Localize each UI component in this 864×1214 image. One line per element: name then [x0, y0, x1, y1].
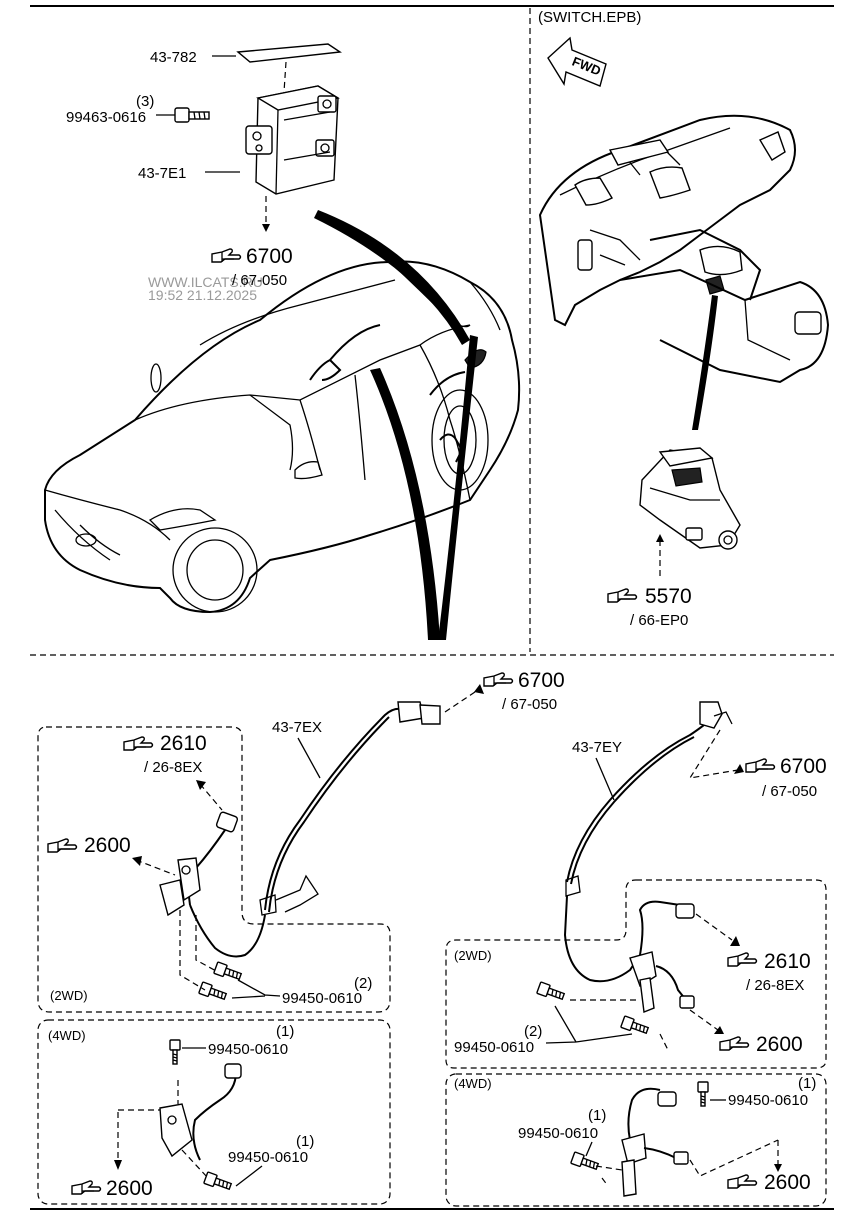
bolt-2wd-left-a — [213, 961, 243, 983]
bolt-2wd-right-b — [620, 1015, 650, 1037]
ref-2600-right-hand-icon — [719, 1036, 750, 1051]
watermark-line1: WWW.ILCATS.RU — [148, 274, 263, 290]
ref-6700-right-number[interactable]: 6700 — [780, 755, 827, 778]
bolt-2wd-left-qty: (2) — [354, 975, 372, 992]
bolt-99463-0616 — [174, 107, 210, 123]
bolt-4wd-right-b-qty: (1) — [588, 1107, 606, 1124]
ref-6700-right-hand-icon — [745, 758, 776, 773]
ref-5570-number[interactable]: 5570 — [645, 585, 692, 608]
ref-5570-sub: / 66-EP0 — [630, 612, 688, 629]
bolt-4wd-right-a-qty: (1) — [798, 1075, 816, 1092]
top-right-section: (SWITCH.EPB) FWD — [538, 9, 830, 629]
bottom-left-section: 6700 / 67-050 43-7EX 2610 / 26-8EX 2600 … — [37, 669, 565, 1205]
ref-2600-4wd-left-number[interactable]: 2600 — [106, 1177, 153, 1200]
watermark-line2: 19:52 21.12.2025 — [148, 287, 257, 303]
bolt-2wd-right-part: 99450-0610 — [454, 1039, 534, 1056]
ref-6700-left-sub: / 67-050 — [502, 696, 557, 713]
vehicle-illustration — [44, 210, 521, 640]
box-2wd-right-label: (2WD) — [454, 948, 492, 963]
label-43-782: 43-782 — [150, 49, 197, 66]
bolt-4wd-right-b — [570, 1151, 600, 1173]
bolt-4wd-left-b-part: 99450-0610 — [228, 1149, 308, 1166]
ref-2600-left-hand-icon — [47, 838, 78, 853]
bolt-2wd-left-b — [198, 981, 228, 1003]
fwd-arrow: FWD — [547, 36, 607, 87]
ref-2610-left-hand-icon — [123, 736, 154, 751]
box-2wd-right — [445, 879, 827, 1069]
ref-2610-right-number[interactable]: 2610 — [764, 950, 811, 973]
label-43-7EY: 43-7EY — [572, 739, 622, 756]
ref-5570-hand-icon — [607, 588, 638, 603]
box-2wd-left-label: (2WD) — [50, 988, 88, 1003]
control-module-43-7E1 — [245, 85, 340, 195]
ref-6700-right-sub: / 67-050 — [762, 783, 817, 800]
ref-2610-right-sub: / 26-8EX — [746, 977, 804, 994]
ref-2610-left-sub: / 26-8EX — [144, 759, 202, 776]
box-4wd-left — [37, 1019, 391, 1205]
ref-2600-4wd-right-number[interactable]: 2600 — [764, 1171, 811, 1194]
top-left-section: WWW.ILCATS.RU 19:52 21.12.2025 43-782 (3… — [44, 43, 521, 640]
bolt-4wd-left-a-part: 99450-0610 — [208, 1041, 288, 1058]
switch-epb-label: (SWITCH.EPB) — [538, 9, 641, 26]
ref-2600-4wd-left-hand-icon — [71, 1180, 102, 1195]
bolt-4wd-right-a-part: 99450-0610 — [728, 1092, 808, 1109]
ref-2600-4wd-right-hand-icon — [727, 1174, 758, 1189]
dashboard-illustration — [538, 114, 830, 430]
bolt-part-label: 99463-0616 — [66, 109, 146, 126]
bolt-4wd-left-b-qty: (1) — [296, 1133, 314, 1150]
ref-2610-left-number[interactable]: 2610 — [160, 732, 207, 755]
label-plate-43-782 — [236, 43, 342, 63]
ref-2610-right-hand-icon — [727, 952, 758, 967]
box-2wd-left — [37, 726, 391, 1013]
box-4wd-right-label: (4WD) — [454, 1076, 492, 1091]
ref-2600-left-number[interactable]: 2600 — [84, 834, 131, 857]
bolt-4wd-left-b — [203, 1171, 233, 1193]
reference-hand-icon — [211, 248, 242, 263]
bolt-4wd-right-a — [697, 1081, 709, 1107]
ref-6700-left-hand-icon — [483, 672, 514, 687]
label-43-7E1: 43-7E1 — [138, 165, 186, 182]
bottom-right-section: 43-7EY 6700 / 67-050 (2WD) 2610 / 26-8EX… — [445, 701, 827, 1207]
box-4wd-left-label: (4WD) — [48, 1028, 86, 1043]
bolt-4wd-left-a — [169, 1039, 181, 1065]
frame — [30, 5, 834, 1210]
ref-6700-sub: / 67-050 — [232, 272, 287, 289]
label-43-7EX: 43-7EX — [272, 719, 322, 736]
ref-6700-left-number[interactable]: 6700 — [518, 669, 565, 692]
bolt-4wd-left-a-qty: (1) — [276, 1023, 294, 1040]
epb-switch-part — [639, 447, 741, 550]
ref-6700-number[interactable]: 6700 — [246, 245, 293, 268]
box-4wd-right — [445, 1073, 827, 1207]
bolt-qty-label: (3) — [136, 93, 154, 110]
bolt-2wd-right-qty: (2) — [524, 1023, 542, 1040]
bolt-2wd-right-a — [536, 981, 566, 1003]
ref-2600-right-number[interactable]: 2600 — [756, 1033, 803, 1056]
bolt-4wd-right-b-part: 99450-0610 — [518, 1125, 598, 1142]
bolt-2wd-left-part: 99450-0610 — [282, 990, 362, 1007]
